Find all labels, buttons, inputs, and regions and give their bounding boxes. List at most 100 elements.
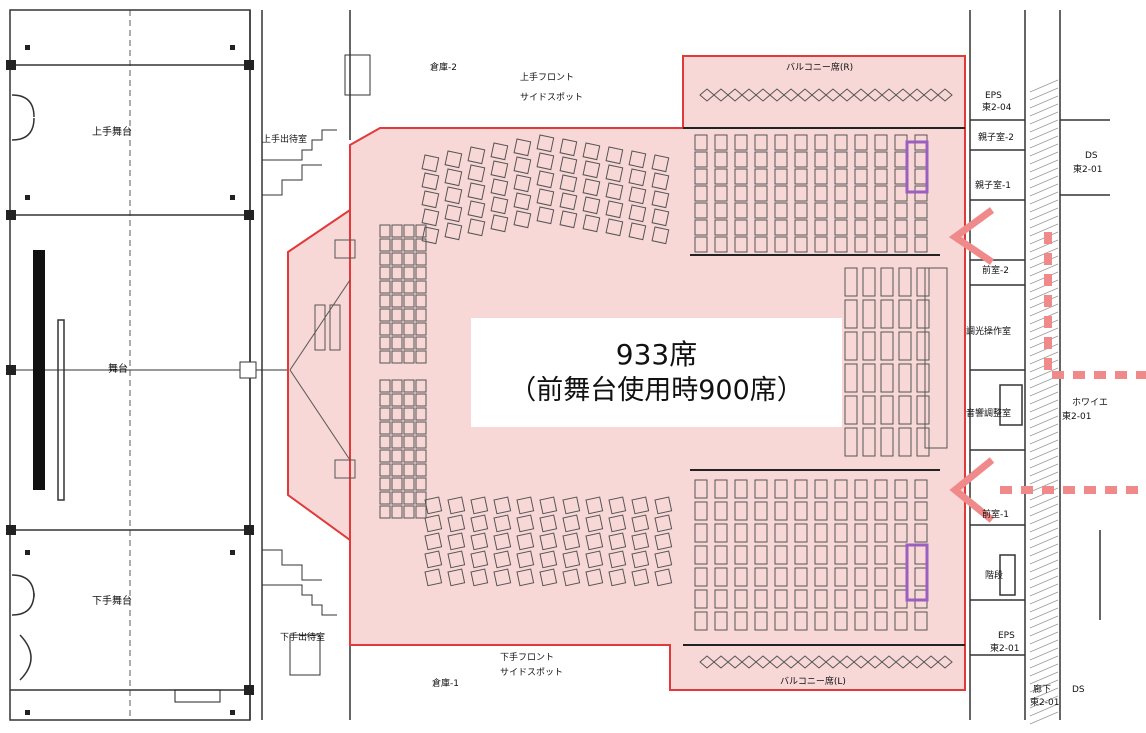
seat — [654, 550, 673, 569]
ds-bottom-label: DS — [1072, 685, 1085, 695]
seat — [914, 236, 928, 253]
seat — [605, 200, 624, 219]
hatch-line — [1029, 239, 1059, 253]
seat — [874, 151, 888, 168]
seat — [694, 219, 708, 236]
seat — [403, 336, 415, 350]
seat — [694, 168, 708, 185]
seat — [490, 178, 509, 197]
seat — [834, 134, 848, 151]
seat — [403, 252, 415, 266]
seat — [834, 168, 848, 185]
hatch-line — [1029, 567, 1059, 581]
seat — [585, 532, 604, 551]
seat — [714, 236, 728, 253]
stage-left-upper-label: 上手舞台 — [92, 125, 132, 138]
seat — [874, 202, 888, 219]
seat — [814, 168, 828, 185]
hatch-line — [1029, 679, 1059, 693]
seat — [754, 501, 768, 521]
hatch-line — [1029, 391, 1059, 405]
lower-front-spot-label: 下手フロント — [500, 651, 554, 663]
seat — [379, 421, 391, 435]
seat — [880, 427, 894, 457]
seat — [694, 134, 708, 151]
storage-1-label: 倉庫-1 — [432, 677, 459, 689]
seat — [391, 435, 403, 449]
seat — [914, 501, 928, 521]
seat — [403, 379, 415, 393]
seat — [654, 514, 673, 533]
lower-side-spot-label: サイドスポット — [500, 667, 563, 678]
hatch-line — [1029, 191, 1059, 205]
hatch-line — [1029, 135, 1059, 149]
seat — [834, 589, 848, 609]
seat — [774, 185, 788, 202]
seat — [631, 568, 650, 587]
hatch-line — [1029, 551, 1059, 565]
seat — [470, 550, 489, 569]
seat — [444, 186, 463, 205]
seat — [694, 479, 708, 499]
seat — [862, 427, 876, 457]
seat — [493, 550, 512, 569]
seat — [754, 134, 768, 151]
stage-left-lower-label: 下手舞台 — [92, 594, 132, 607]
seat — [403, 435, 415, 449]
seat — [794, 567, 808, 587]
seat — [794, 168, 808, 185]
hatch-line — [1029, 423, 1059, 437]
seat — [774, 523, 788, 543]
hatch-line — [1029, 655, 1059, 669]
front-room-2-label: 前室-2 — [982, 264, 1009, 276]
seat — [714, 168, 728, 185]
balcony-rails — [683, 127, 965, 646]
seat — [814, 589, 828, 609]
seat — [898, 267, 912, 297]
seat — [694, 567, 708, 587]
seat — [916, 427, 930, 457]
seat — [379, 224, 391, 238]
seat — [403, 421, 415, 435]
seat — [391, 294, 403, 308]
seat — [754, 545, 768, 565]
sound-room-label: 音響調整室 — [966, 407, 1011, 419]
seat — [562, 514, 581, 533]
seat — [585, 514, 604, 533]
seat — [854, 479, 868, 499]
hatch-line — [1029, 463, 1059, 477]
seat — [403, 463, 415, 477]
seat — [874, 185, 888, 202]
seat — [794, 611, 808, 631]
seat — [447, 532, 466, 551]
seat — [844, 427, 858, 457]
hatch-line — [1029, 399, 1059, 413]
hatch-line — [1029, 559, 1059, 573]
seat — [794, 589, 808, 609]
forestage-seats — [289, 239, 356, 479]
seat — [391, 421, 403, 435]
seat — [916, 299, 930, 329]
seat — [651, 190, 670, 209]
seat — [415, 308, 427, 322]
seat — [415, 252, 427, 266]
seat — [694, 185, 708, 202]
seat — [490, 214, 509, 233]
hatch-line — [1029, 111, 1059, 125]
seat — [444, 222, 463, 241]
seat — [694, 611, 708, 631]
hatch-line — [1029, 711, 1059, 725]
hatch-line — [1029, 527, 1059, 541]
seat — [415, 294, 427, 308]
seat — [424, 514, 443, 533]
hatch-line — [1029, 663, 1059, 677]
seat — [391, 280, 403, 294]
seat — [714, 202, 728, 219]
seat — [898, 363, 912, 393]
seat — [814, 134, 828, 151]
seat — [694, 523, 708, 543]
seat — [391, 308, 403, 322]
seat — [774, 134, 788, 151]
seat — [754, 567, 768, 587]
seat — [608, 568, 627, 587]
